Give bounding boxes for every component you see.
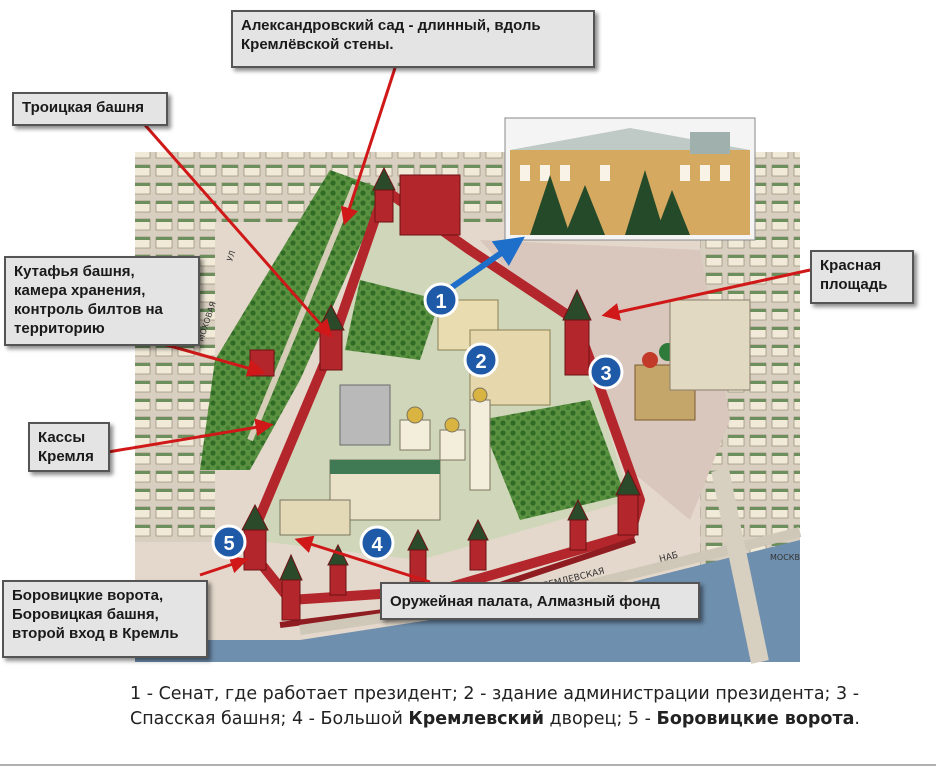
bridge xyxy=(711,468,769,664)
caption-part-3: . xyxy=(854,709,860,729)
senate-photo-inset xyxy=(504,117,756,241)
alexander-garden xyxy=(200,170,385,470)
callout-red-square: Красная площадь xyxy=(810,250,914,304)
kremlin-gardens-2 xyxy=(345,280,440,360)
blue-arrow xyxy=(443,236,525,295)
cathedrals xyxy=(399,387,491,491)
marker-5-label: 5 xyxy=(223,533,234,555)
bottom-divider xyxy=(0,764,936,766)
marker-3-label: 3 xyxy=(600,363,611,385)
caption-bold-2: Боровицкие ворота xyxy=(656,709,855,729)
callout-kremlin-ticket-office: Кассы Кремля xyxy=(28,422,110,472)
caption-bold-1: Кремлевский xyxy=(408,709,544,729)
marker-2: 2 xyxy=(463,342,499,378)
legend-caption: 1 - Сенат, где работает президент; 2 - з… xyxy=(130,682,890,732)
historic-museum xyxy=(399,174,461,236)
callout-armory: Оружейная палата, Алмазный фонд xyxy=(380,582,700,620)
palace-roof xyxy=(330,460,440,474)
kremlin-map: КРЕМЛЕВСКАЯ НАБ МОХОВАЯ УЛ МОСКВ xyxy=(107,67,811,664)
map-label-nab: НАБ xyxy=(658,551,679,565)
marker-2-label: 2 xyxy=(475,351,486,373)
garden-path xyxy=(247,183,358,442)
marker-1-label: 1 xyxy=(435,291,446,313)
caption-part-2: дворец; 5 - xyxy=(543,709,657,729)
caption-part-1: 1 - Сенат, где работает президент; 2 - з… xyxy=(130,684,860,729)
marker-1: 1 xyxy=(423,282,459,318)
armory-building xyxy=(279,499,351,536)
marker-5: 5 xyxy=(211,524,247,560)
moskva-river xyxy=(135,540,800,662)
gum-building xyxy=(669,299,751,391)
marker-4: 4 xyxy=(359,525,395,561)
map-label-moskv: МОСКВ xyxy=(770,553,800,562)
callout-borovitskie-gate: Боровицкие ворота, Боровицкая башня, вто… xyxy=(2,580,208,658)
callout-alexander-garden: Александровский сад - длинный, вдоль Кре… xyxy=(231,10,595,68)
map-label-ul: УЛ xyxy=(225,249,237,262)
callout-kutafya-tower: Кутафья башня, камера хранения, контроль… xyxy=(4,256,200,346)
grey-building xyxy=(339,384,391,446)
kremlin-gardens xyxy=(480,400,625,520)
marker-4-label: 4 xyxy=(371,534,383,556)
callout-troitskaya-tower: Троицкая башня xyxy=(12,92,168,126)
marker-3: 3 xyxy=(588,354,624,390)
